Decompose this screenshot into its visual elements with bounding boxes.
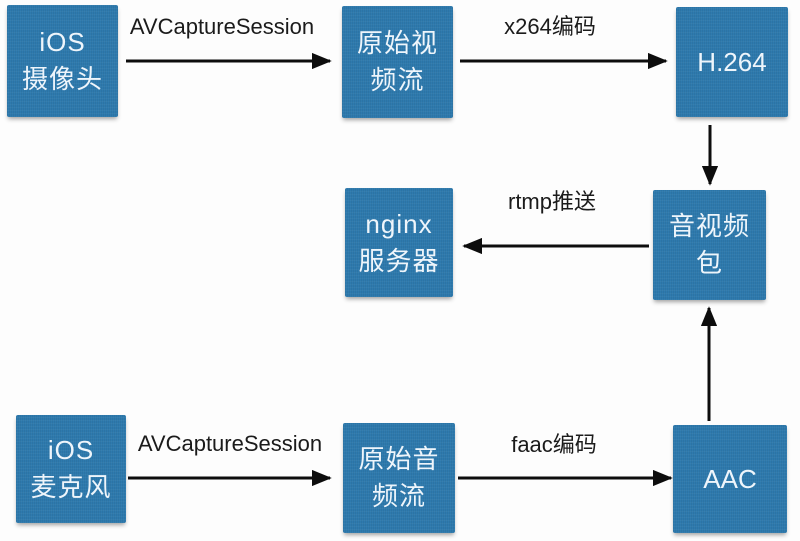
edge-label-avcapturesession-audio: AVCaptureSession xyxy=(137,431,323,456)
node-aac: AAC xyxy=(673,425,787,533)
node-ios-mic: iOS 麦克风 xyxy=(16,415,126,523)
node-label-line: 频流 xyxy=(371,481,426,511)
node-label-line: 包 xyxy=(695,248,723,278)
node-label-line: iOS xyxy=(39,27,86,57)
node-label-line: iOS xyxy=(47,435,95,465)
edge-label-avcapturesession-video: AVCaptureSession xyxy=(129,14,315,39)
node-label-line: H.264 xyxy=(697,46,767,77)
edge-label-x264-encode: x264编码 xyxy=(504,14,596,39)
node-label-line: 原始视 xyxy=(356,28,438,58)
node-raw-video-stream: 原始视 频流 xyxy=(342,6,453,118)
node-h264: H.264 xyxy=(676,7,788,117)
node-label-line: 摄像头 xyxy=(21,64,103,94)
edge-label-faac-encode: faac编码 xyxy=(511,432,597,457)
node-nginx-server: nginx 服务器 xyxy=(345,188,453,297)
node-label-line: 频流 xyxy=(370,65,425,95)
node-label-line: AAC xyxy=(703,463,757,494)
node-av-packet: 音视频 包 xyxy=(653,190,766,300)
edge-label-rtmp-push: rtmp推送 xyxy=(507,189,597,214)
node-label-line: 原始音 xyxy=(358,444,440,474)
node-label-line: 麦克风 xyxy=(30,472,112,502)
node-label-line: 音视频 xyxy=(668,211,750,241)
node-label-line: nginx xyxy=(365,208,433,239)
node-raw-audio-stream: 原始音 频流 xyxy=(343,423,455,533)
node-label-line: 服务器 xyxy=(358,245,440,276)
node-ios-camera: iOS 摄像头 xyxy=(7,5,118,117)
